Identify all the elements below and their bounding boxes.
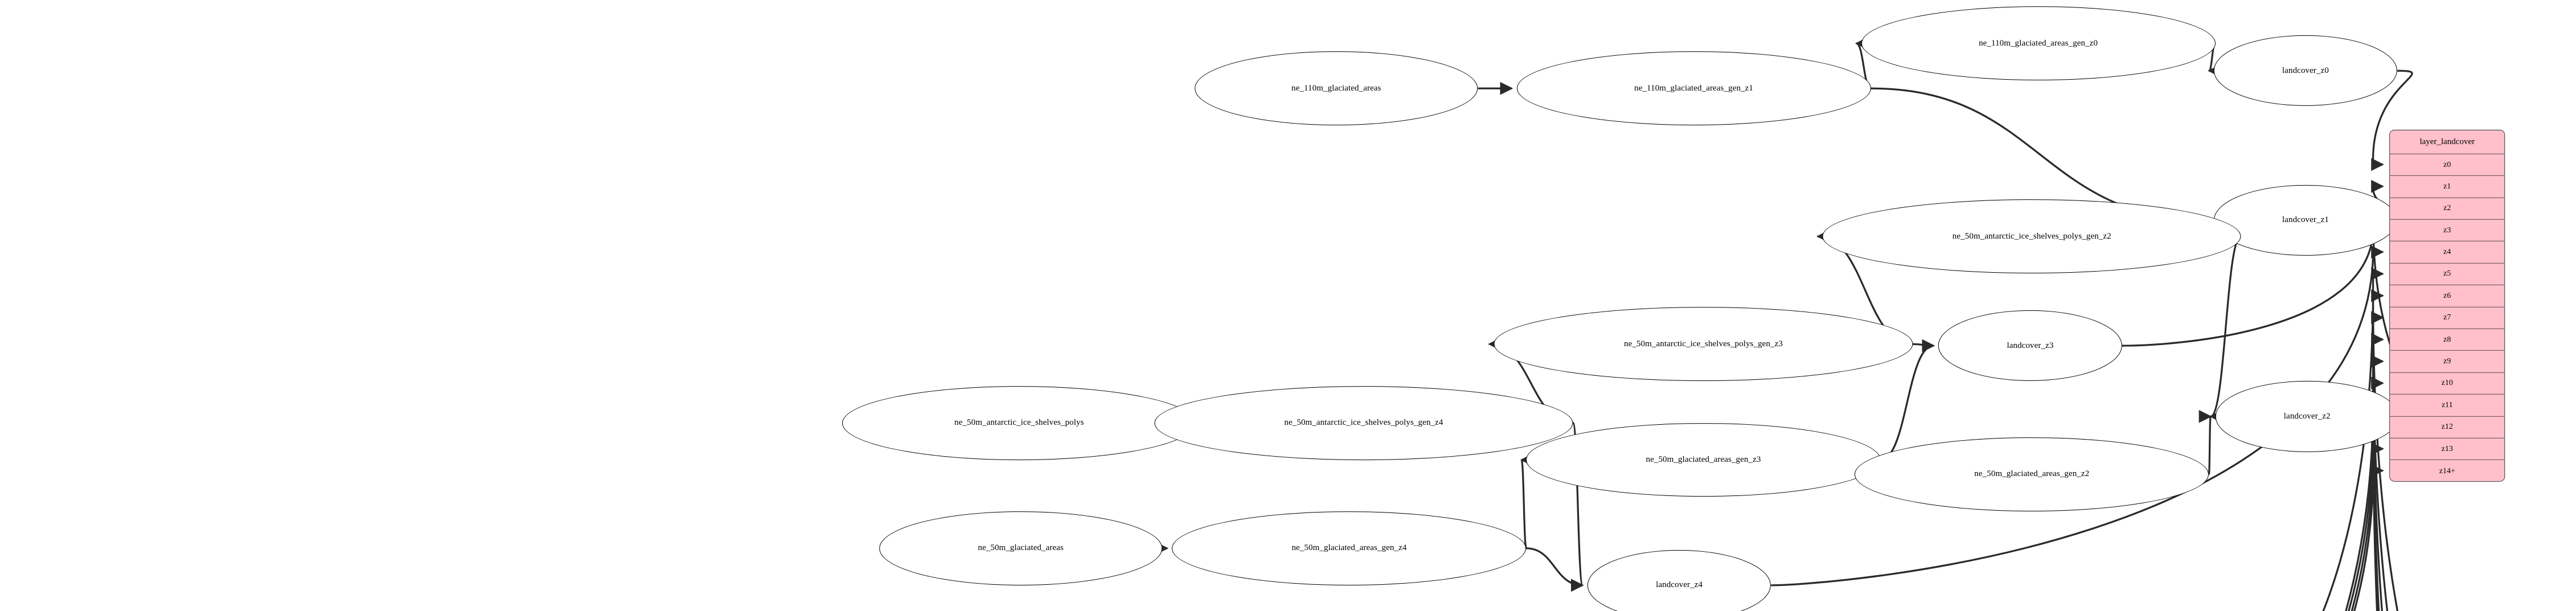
layer-table-row-z7[interactable]: z7 (2390, 307, 2505, 329)
graph-node-label: landcover_z2 (2283, 411, 2331, 421)
layer-table-row-z12[interactable]: z12 (2390, 416, 2505, 438)
graph-node-label: ne_110m_glaciated_areas_gen_z0 (1979, 38, 2098, 48)
layer-table-row-z4[interactable]: z4 (2390, 241, 2505, 264)
graph-node-label: ne_50m_glaciated_areas_gen_z3 (1646, 455, 1761, 465)
graph-edge (2198, 411, 2212, 475)
graph-node-label: ne_50m_antarctic_ice_shelves_polys (954, 418, 1084, 428)
graph-node-label: ne_50m_glaciated_areas (978, 543, 1064, 553)
graph-node-ne_110m_glaciated_areas_gen_z1[interactable]: ne_110m_glaciated_areas_gen_z1 (1516, 51, 1871, 126)
graph-node-label: ne_50m_glaciated_areas_gen_z2 (1974, 469, 2090, 479)
graph-node-label: ne_50m_antarctic_ice_shelves_polys_gen_z… (1284, 418, 1443, 428)
graph-node-label: landcover_z3 (2007, 341, 2054, 350)
graph-node-label: ne_50m_antarctic_ice_shelves_polys_gen_z… (1623, 339, 1783, 348)
graph-node-label: ne_50m_antarctic_ice_shelves_polys_gen_z… (1952, 231, 2111, 241)
graph-edge (1570, 422, 1584, 592)
graph-node-landcover_z0[interactable]: landcover_z0 (2213, 35, 2398, 106)
graph-node-label: ne_110m_glaciated_areas (1291, 83, 1381, 93)
layer-table-row-z13[interactable]: z13 (2390, 438, 2505, 461)
graph-node-ne_110m_glaciated_areas[interactable]: ne_110m_glaciated_areas (1195, 51, 1478, 126)
layer-table-row-z3[interactable]: z3 (2390, 219, 2505, 242)
layer-table-row-z5[interactable]: z5 (2390, 263, 2505, 285)
layer-table-row-z8[interactable]: z8 (2390, 329, 2505, 351)
layer-table-row-z0[interactable]: z0 (2390, 154, 2505, 177)
layer-table-row-z10[interactable]: z10 (2390, 372, 2505, 395)
graph-node-ne_50m_antarctic_ice_shelves_polys_gen_z4[interactable]: ne_50m_antarctic_ice_shelves_polys_gen_z… (1154, 386, 1573, 460)
layer-table-row-z14p[interactable]: z14+ (2390, 460, 2505, 481)
layer-table-row-z2[interactable]: z2 (2390, 198, 2505, 220)
layer-table-row-z1[interactable]: z1 (2390, 176, 2505, 198)
layer-table-header: layer_landcover (2390, 130, 2505, 154)
graph-edge (1880, 339, 1935, 461)
graph-node-label: landcover_z4 (1656, 580, 1703, 590)
layer-table-row-z6[interactable]: z6 (2390, 285, 2505, 307)
graph-edge (1520, 453, 1533, 550)
graph-edge (1526, 547, 1584, 592)
layer-table-row-z11[interactable]: z11 (2390, 394, 2505, 417)
graph-node-label: landcover_z1 (2282, 215, 2329, 225)
graph-node-ne_50m_glaciated_areas_gen_z3[interactable]: ne_50m_glaciated_areas_gen_z3 (1526, 423, 1881, 497)
graph-node-landcover_z4[interactable]: landcover_z4 (1587, 550, 1771, 611)
graph-edge (2371, 333, 2384, 611)
layer-table-row-z9[interactable]: z9 (2390, 351, 2505, 373)
graph-node-label: ne_110m_glaciated_areas_gen_z1 (1634, 83, 1754, 93)
graph-edge (2122, 223, 2384, 347)
graph-node-label: ne_50m_glaciated_areas_gen_z4 (1291, 543, 1407, 553)
graph-edge (2209, 235, 2242, 423)
graph-node-label: landcover_z0 (2282, 65, 2329, 75)
graph-edge (1771, 245, 2384, 587)
graph-node-ne_50m_glaciated_areas[interactable]: ne_50m_glaciated_areas (879, 511, 1163, 585)
graph-node-ne_50m_glaciated_areas_gen_z2[interactable]: ne_50m_glaciated_areas_gen_z2 (1855, 437, 2209, 511)
graph-node-ne_50m_antarctic_ice_shelves_polys_gen_z2[interactable]: ne_50m_antarctic_ice_shelves_polys_gen_z… (1822, 199, 2241, 274)
graph-node-landcover_z2[interactable]: landcover_z2 (2215, 381, 2399, 452)
graph-edge (2371, 69, 2413, 171)
graph-node-ne_110m_glaciated_areas_gen_z0[interactable]: ne_110m_glaciated_areas_gen_z0 (1861, 6, 2216, 81)
graph-node-landcover_z3[interactable]: landcover_z3 (1938, 310, 2122, 382)
graph-node-ne_50m_antarctic_ice_shelves_polys[interactable]: ne_50m_antarctic_ice_shelves_polys (842, 386, 1196, 460)
graph-node-ne_50m_antarctic_ice_shelves_polys_gen_z3[interactable]: ne_50m_antarctic_ice_shelves_polys_gen_z… (1494, 307, 1913, 382)
graph-node-landcover_z1[interactable]: landcover_z1 (2213, 184, 2398, 256)
graph-edge (2371, 311, 2389, 611)
graph-node-ne_50m_glaciated_areas_gen_z4[interactable]: ne_50m_glaciated_areas_gen_z4 (1172, 511, 1527, 585)
